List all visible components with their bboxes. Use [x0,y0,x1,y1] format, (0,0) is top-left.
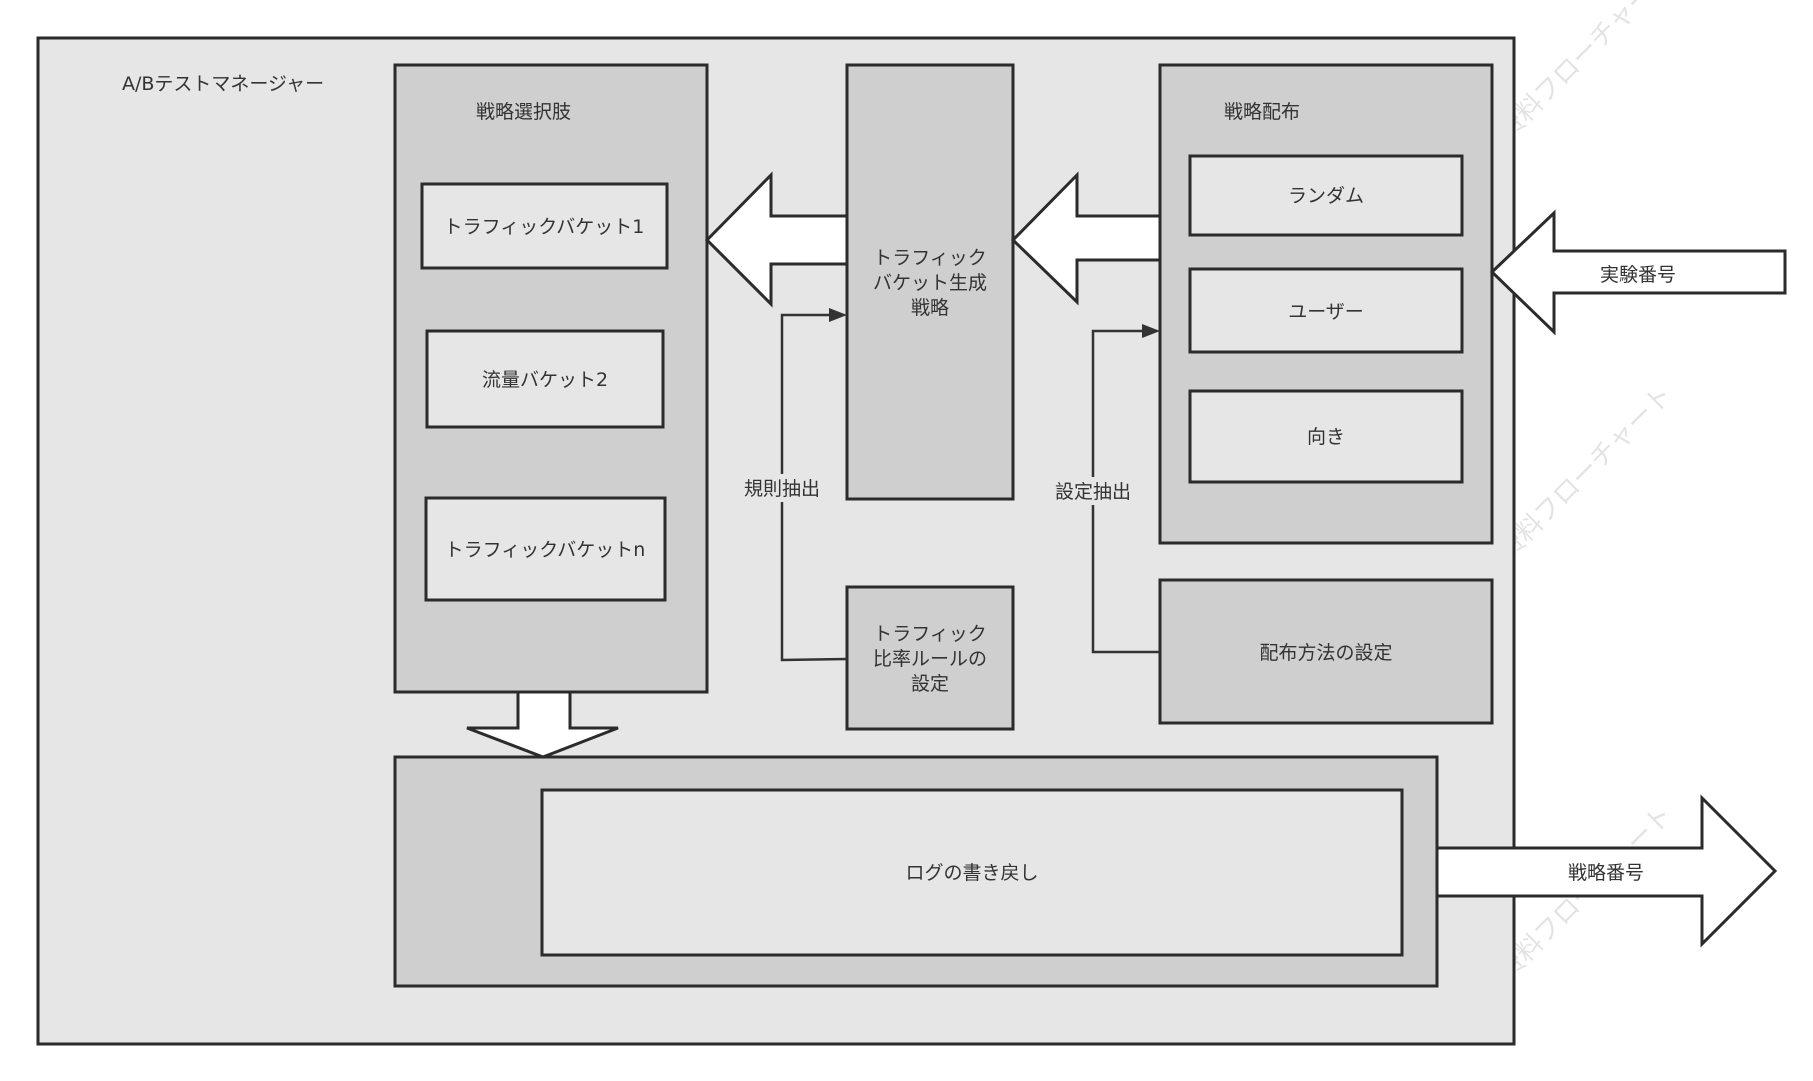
distribution-item-label-random: ランダム [1288,185,1364,207]
arrow-generator-to-selector [704,171,849,308]
bucket-label-2: 流量バケット2 [482,369,608,391]
config-extract-label: 設定抽出 [1055,481,1131,503]
rule-extract-label: 規則抽出 [744,478,820,500]
generation-line-1: トラフィック [873,247,987,269]
bucket-label-n: トラフィックバケットn [445,539,646,561]
ratio-rule-line-2: 比率ルールの [873,648,987,670]
distribution-method-config-label: 配布方法の設定 [1259,642,1392,664]
strategy-selector-title: 戦略選択肢 [476,101,571,123]
ratio-rule-line-3: 設定 [911,673,949,695]
output-strategy-id-label: 戦略番号 [1568,862,1644,884]
rule-extract-label-bg [738,474,826,502]
distribution-item-label-direction: 向き [1307,426,1345,448]
distribution-item-direction [1188,389,1464,484]
strategy-distribution-title: 戦略配布 [1224,101,1300,123]
bucket-label-1: トラフィックバケット1 [444,216,645,238]
connector-rule-extract-arrowhead [829,308,847,322]
distribution-item-random [1188,154,1464,237]
generation-line-3: 戦略 [911,297,949,319]
bucket-box-2 [425,329,665,429]
ratio-rule-line-1: トラフィック [873,623,987,645]
distribution-method-config-box [1158,578,1494,725]
input-experiment-id-label: 実験番号 [1600,264,1676,286]
bucket-box-1 [420,182,669,270]
bucket-generation-strategy-box [845,63,1015,501]
log-writeback-label: ログの書き戻し [905,862,1038,884]
log-writeback-inner [540,788,1404,957]
manager-title: A/Bテストマネージャー [122,73,324,95]
distribution-item-user [1188,267,1464,354]
arrow-selector-to-log [466,690,619,759]
arrow-distribution-to-generator [1010,171,1162,306]
bucket-box-n [424,496,667,602]
distribution-item-label-user: ユーザー [1288,301,1364,323]
traffic-ratio-rule-box [845,585,1015,731]
connector-config-extract-arrowhead [1142,324,1160,338]
arrow-output-strategy-id [1435,794,1778,948]
generation-line-2: バケット生成 [873,272,987,294]
config-extract-label-bg [1049,477,1137,505]
arrow-input-experiment-id [1489,209,1787,336]
